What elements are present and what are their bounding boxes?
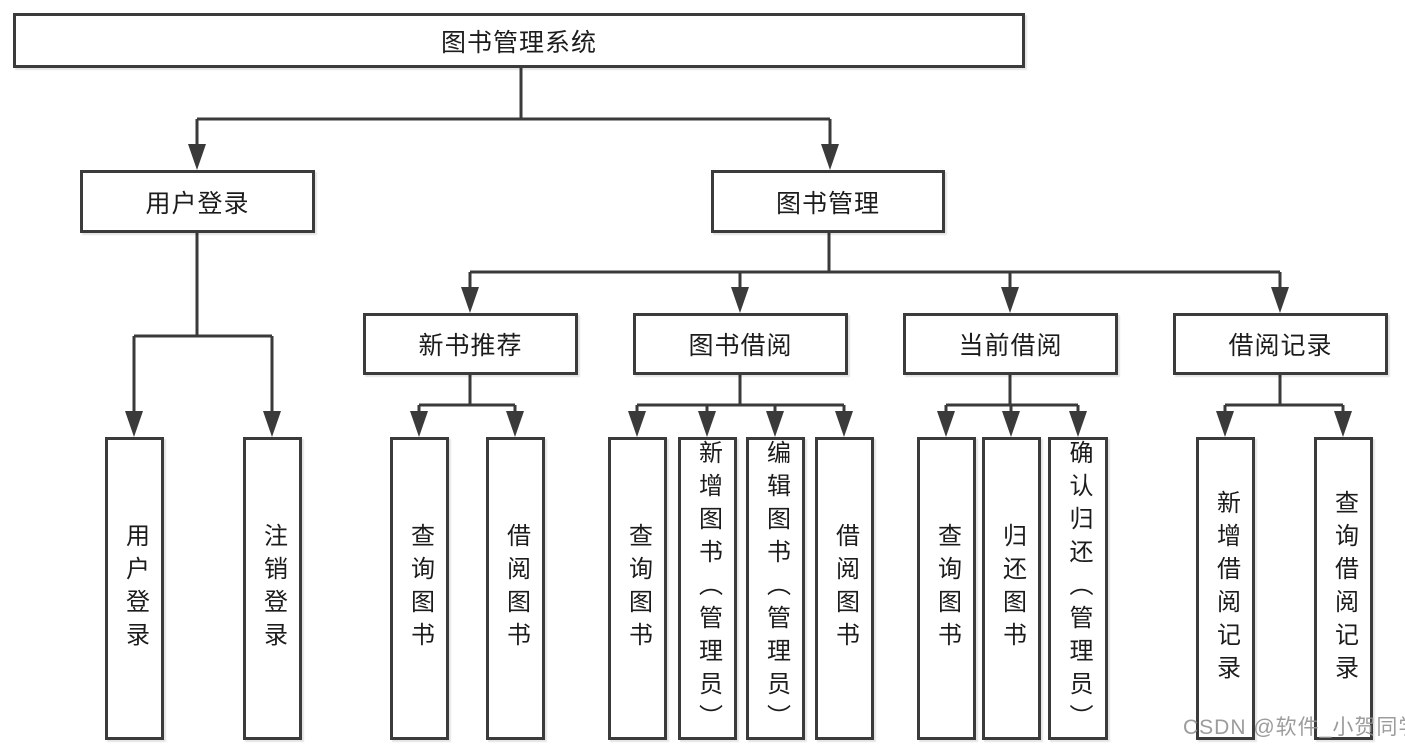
node-add-books-admin: 新增图书（管理员） (678, 437, 737, 740)
node-confirm-return-admin: 确认归还（管理员） (1048, 437, 1108, 740)
node-borrow-records: 借阅记录 (1173, 313, 1388, 375)
node-borrow-books-label: 借阅图书 (831, 522, 859, 655)
node-query-books-current-label: 查询图书 (933, 522, 961, 655)
node-logout: 注销登录 (243, 437, 302, 740)
node-logout-label: 注销登录 (259, 522, 287, 655)
node-new-book-recommend: 新书推荐 (363, 313, 578, 375)
node-login-label: 用户登录 (121, 522, 149, 655)
node-edit-books-admin: 编辑图书（管理员） (746, 437, 805, 740)
node-login: 用户登录 (105, 437, 164, 740)
node-book-borrow-label: 图书借阅 (688, 332, 793, 360)
node-borrow-books: 借阅图书 (815, 437, 874, 740)
node-query-borrow-record: 查询借阅记录 (1314, 437, 1373, 740)
node-query-books-borrow: 查询图书 (608, 437, 667, 740)
node-current-borrow-label: 当前借阅 (958, 332, 1063, 360)
node-query-books-recommend-label: 查询图书 (406, 522, 434, 655)
node-query-books-recommend: 查询图书 (390, 437, 449, 740)
node-edit-books-admin-label: 编辑图书（管理员） (762, 440, 790, 737)
node-user-login: 用户登录 (80, 170, 315, 233)
node-user-login-label: 用户登录 (145, 189, 250, 218)
node-current-borrow: 当前借阅 (903, 313, 1118, 375)
node-add-books-admin-label: 新增图书（管理员） (694, 440, 722, 737)
node-query-books-current: 查询图书 (917, 437, 976, 740)
node-borrow-records-label: 借阅记录 (1228, 332, 1333, 360)
node-library-system-label: 图书管理系统 (440, 28, 597, 57)
node-book-management-label: 图书管理 (775, 189, 880, 218)
node-book-borrow: 图书借阅 (633, 313, 848, 375)
csdn-watermark: CSDN @软件_小贺同学 (1183, 716, 1405, 739)
node-borrow-books-recommend-label: 借阅图书 (502, 522, 530, 655)
node-return-books-label: 归还图书 (998, 522, 1026, 655)
node-query-borrow-record-label: 查询借阅记录 (1330, 489, 1358, 688)
node-book-management: 图书管理 (711, 170, 945, 233)
node-return-books: 归还图书 (982, 437, 1041, 740)
node-add-borrow-record-label: 新增借阅记录 (1212, 489, 1240, 688)
node-new-book-recommend-label: 新书推荐 (418, 332, 523, 360)
node-borrow-books-recommend: 借阅图书 (486, 437, 545, 740)
node-confirm-return-admin-label: 确认归还（管理员） (1065, 440, 1092, 737)
node-library-system: 图书管理系统 (13, 13, 1025, 68)
node-query-books-borrow-label: 查询图书 (624, 522, 652, 655)
node-add-borrow-record: 新增借阅记录 (1196, 437, 1255, 740)
